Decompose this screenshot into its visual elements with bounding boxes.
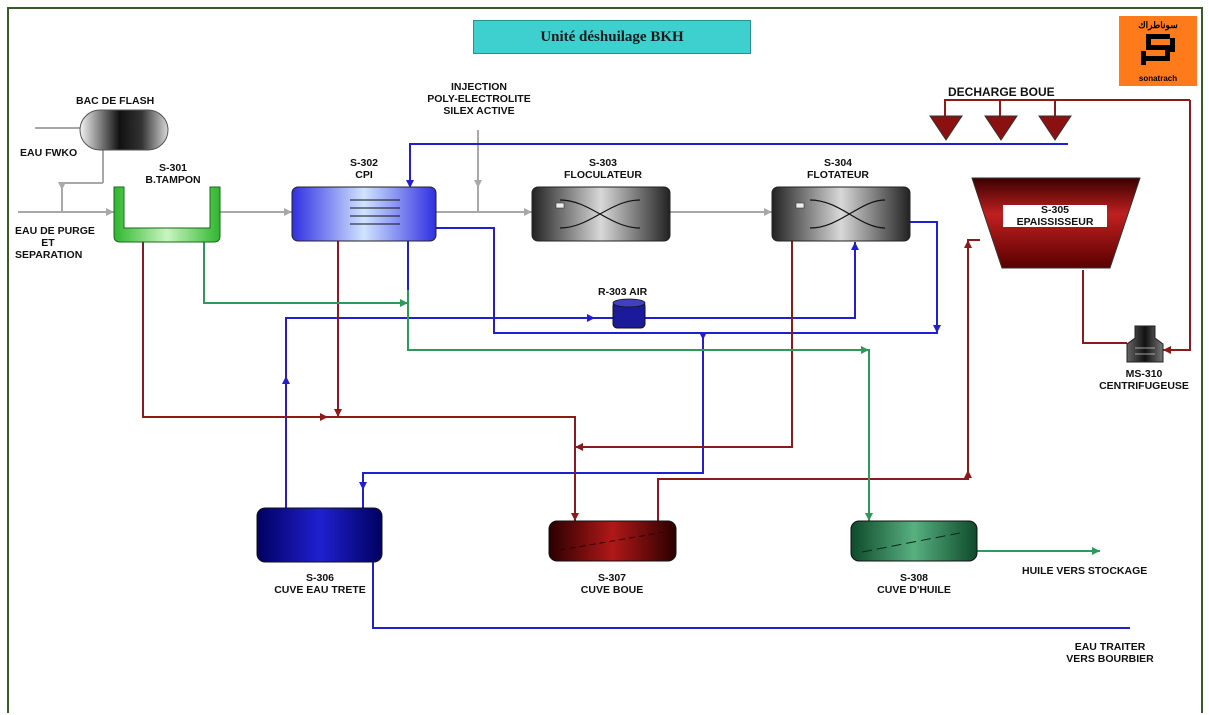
sludge-lines	[142, 99, 1191, 521]
s303-floculateur-vessel	[531, 186, 671, 242]
label-s302: S-302 CPI	[334, 157, 394, 181]
feed-arrows	[58, 180, 772, 216]
label-s302-name: CPI	[355, 169, 373, 181]
logo-arabic-text: سوناطراك	[1138, 20, 1178, 30]
s306-cuve-eau-vessel	[256, 507, 383, 563]
label-ms310: MS-310 CENTRIFUGEUSE	[1088, 368, 1200, 392]
label-s305-id: S-305	[1040, 204, 1070, 216]
label-eau-traiter: EAU TRAITER VERS BOURBIER	[1052, 641, 1168, 665]
sonatrach-logo: سوناطراك sonatrach	[1119, 16, 1197, 86]
label-eau-purge: EAU DE PURGE ET SEPARATION	[15, 225, 95, 261]
s307-cuve-boue-vessel	[548, 520, 677, 562]
label-eau-fwko: EAU FWKO	[20, 147, 78, 159]
decharge-boue-hoppers	[929, 115, 1072, 141]
label-s301: S-301 B.TAMPON	[140, 162, 206, 186]
bac-de-flash-vessel	[79, 109, 169, 151]
s301-tampon-vessel	[113, 186, 221, 243]
logo-mark-icon	[1141, 34, 1175, 65]
label-s304: S-304 FLOTATEUR	[790, 157, 886, 181]
label-s301-id: S-301	[158, 162, 188, 174]
oil-arrows	[400, 299, 1100, 555]
oil-lines	[203, 241, 1100, 552]
label-huile-stockage: HUILE VERS STOCKAGE	[1022, 565, 1148, 577]
label-s308-id: S-308	[899, 572, 929, 584]
label-s307-name: CUVE BOUE	[580, 584, 644, 596]
label-s306-name: CUVE EAU TRETE	[274, 584, 366, 596]
label-bac-flash: BAC DE FLASH	[76, 95, 155, 107]
logo-latin-text: sonatrach	[1138, 74, 1178, 83]
label-injection-line1: INJECTION	[450, 81, 507, 93]
label-s303-name: FLOCULATEUR	[564, 169, 642, 181]
label-injection-line2: POLY-ELECTROLITE	[427, 93, 531, 105]
label-ms310-id: MS-310	[1125, 368, 1163, 380]
water-lines	[285, 143, 1130, 629]
diagram-frame	[7, 7, 1203, 713]
label-eau-purge-line2: ET	[41, 237, 55, 249]
label-s306: S-306 CUVE EAU TRETE	[250, 572, 390, 596]
label-s308: S-308 CUVE D'HUILE	[860, 572, 968, 596]
label-injection: INJECTION POLY-ELECTROLITE SILEX ACTIVE	[410, 81, 548, 117]
label-s306-id: S-306	[305, 572, 335, 584]
water-arrows	[282, 180, 941, 490]
diagram-title: Unité déshuilage BKH	[473, 20, 751, 54]
label-decharge-boue: DECHARGE BOUE	[948, 85, 1055, 99]
label-eau-purge-line1: EAU DE PURGE	[15, 225, 95, 237]
label-s308-name: CUVE D'HUILE	[877, 584, 951, 596]
label-s307: S-307 CUVE BOUE	[560, 572, 664, 596]
label-s307-id: S-307	[597, 572, 627, 584]
sludge-arrows	[320, 240, 1171, 521]
label-s303-id: S-303	[588, 157, 618, 169]
s305-epaississeur-vessel	[971, 177, 1141, 269]
label-s304-name: FLOTATEUR	[806, 169, 869, 181]
s304-flotateur-vessel	[771, 186, 911, 242]
label-s305: S-305 EPAISSISSEUR	[1003, 204, 1107, 228]
r303-air-drum	[612, 298, 646, 329]
label-ms310-name: CENTRIFUGEUSE	[1099, 380, 1189, 392]
label-eau-traiter-line1: EAU TRAITER	[1074, 641, 1146, 653]
ms310-centrifuge	[1126, 325, 1164, 363]
label-injection-line3: SILEX ACTIVE	[443, 105, 515, 117]
label-eau-traiter-line2: VERS BOURBIER	[1066, 653, 1154, 665]
label-r303: R-303 AIR	[598, 286, 648, 298]
label-s301-name: B.TAMPON	[145, 174, 201, 186]
label-s302-id: S-302	[349, 157, 379, 169]
label-s305-name: EPAISSISSEUR	[1016, 216, 1094, 228]
label-s304-id: S-304	[823, 157, 853, 169]
s302-cpi-vessel	[291, 186, 437, 242]
label-s303: S-303 FLOCULATEUR	[548, 157, 658, 181]
label-eau-purge-line3: SEPARATION	[15, 249, 83, 261]
s308-cuve-huile-vessel	[850, 520, 978, 562]
